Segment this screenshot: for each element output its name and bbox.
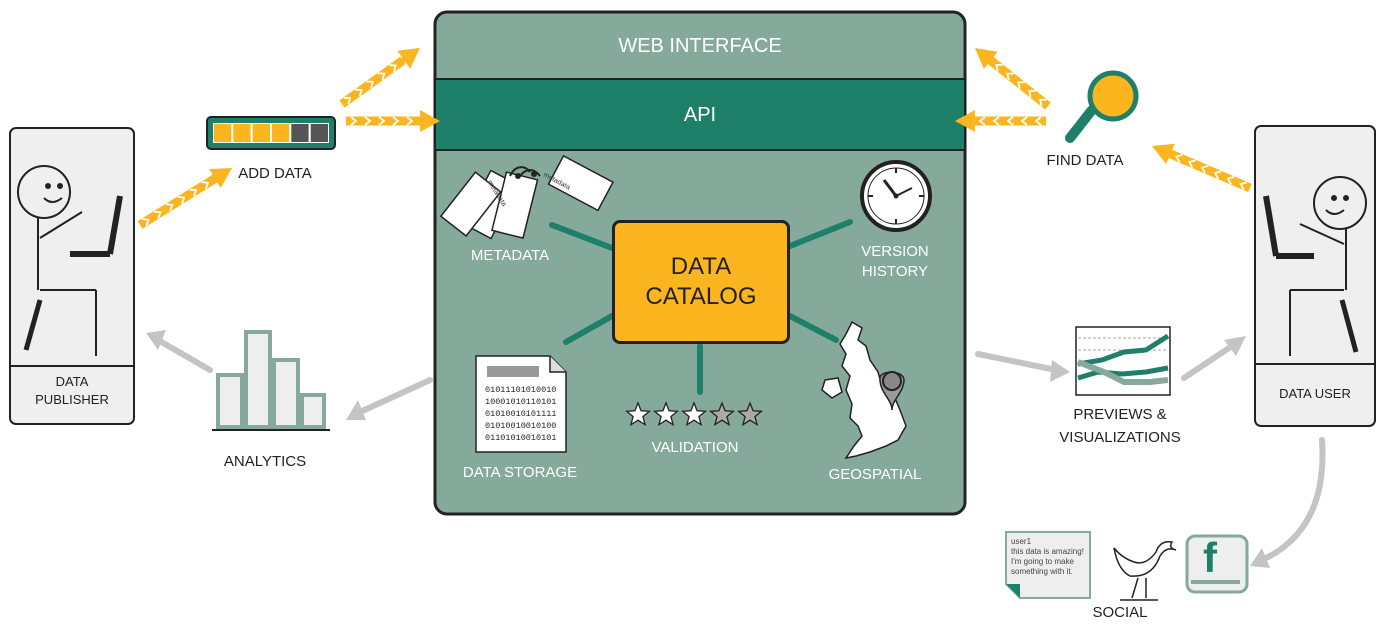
progress-segment-filled (252, 124, 270, 142)
web-interface-label[interactable]: WEB INTERFACE (618, 35, 782, 57)
grey-arrowheads (146, 330, 1270, 568)
binary-line: 01010010101111 (485, 409, 557, 419)
document-icon (475, 355, 567, 453)
validation-label: VALIDATION (651, 439, 739, 456)
tweet-line: something with it. (1011, 567, 1073, 576)
binary-lines: 01011101010010 10001010110101 0101001010… (485, 384, 556, 444)
progress-segment-filled (233, 124, 251, 142)
web-interface-to-find-data-arrow (975, 47, 1051, 110)
progress-segment-empty (291, 124, 309, 142)
metadata-label: METADATA (470, 247, 550, 264)
analytics-label[interactable]: ANALYTICS (223, 453, 307, 470)
progress-segment-empty (310, 124, 328, 142)
binary-line: 01011101010010 (485, 385, 557, 395)
star-rating (624, 401, 764, 427)
magnifier-icon (1065, 70, 1139, 143)
tweet-card-icon (1005, 531, 1091, 599)
add-data-label[interactable]: ADD DATA (238, 165, 312, 182)
user-to-social-arrow (1259, 437, 1326, 563)
version-history-label-line2: HISTORY (861, 263, 929, 280)
tweet-line: user1 (1011, 537, 1032, 546)
previews-label-line1[interactable]: PREVIEWS & (1073, 406, 1167, 423)
api-to-find-data-arrow (955, 110, 1046, 132)
analytics-bar-chart-icon (212, 330, 330, 431)
facebook-icon (1185, 534, 1249, 594)
version-history-label-line1: VERSION (861, 243, 929, 260)
add-data-to-api-arrow (346, 110, 440, 132)
user-box (1254, 125, 1376, 427)
catalog-spokes (549, 219, 853, 395)
catalog-label-line2: CATALOG (645, 283, 757, 310)
tweet-line: this data is amazing! (1011, 547, 1084, 556)
tweet-line: I'm going to make (1011, 557, 1074, 566)
binary-line: 10001010110101 (485, 397, 557, 407)
data-user-label: DATA USER (1279, 386, 1351, 401)
star-filled-icon (680, 401, 708, 427)
bird-icon (1113, 540, 1177, 601)
api-label[interactable]: API (683, 104, 717, 126)
geospatial-label: GEOSPATIAL (828, 466, 922, 483)
panel-to-previews-arrow (975, 351, 1059, 373)
user-to-find-data-arrow (1152, 143, 1252, 193)
find-data-label[interactable]: FIND DATA (1046, 152, 1124, 169)
star-empty-icon (708, 401, 736, 427)
previews-to-user-arrow (1181, 343, 1235, 381)
metadata-tags-icon (439, 154, 614, 240)
analytics-to-publisher-arrow (155, 337, 213, 373)
data-storage-label: DATA STORAGE (462, 464, 578, 481)
orange-flow-arrows (137, 47, 1252, 229)
panel-to-analytics-arrow (357, 377, 433, 415)
binary-line: 01101010010101 (485, 433, 557, 443)
publisher-label-line1: DATA (55, 374, 89, 389)
publisher-box (9, 127, 135, 425)
clock-icon (860, 160, 932, 232)
user-stick-figure (1263, 176, 1367, 356)
tweet-text: user1 this data is amazing! I'm going to… (1011, 537, 1091, 577)
social-label[interactable]: SOCIAL (1092, 604, 1148, 621)
previews-label-line2[interactable]: VISUALIZATIONS (1059, 429, 1181, 446)
facebook-letter: f (1203, 534, 1217, 581)
binary-line: 01010010010100 (485, 421, 557, 431)
progress-segment-filled (272, 124, 290, 142)
previews-chart-icon (1075, 326, 1171, 396)
api-bar (436, 80, 964, 150)
star-filled-icon (652, 401, 680, 427)
publisher-to-add-data-arrow (137, 167, 232, 229)
publisher-label-line2: PUBLISHER (35, 392, 109, 407)
uk-map-icon (821, 320, 907, 460)
catalog-label-line1: DATA (670, 253, 732, 280)
star-filled-icon (624, 401, 652, 427)
progress-segment-filled (214, 124, 232, 142)
publisher-stick-figure (17, 165, 123, 356)
grey-flow-arrows (155, 337, 1326, 563)
star-empty-icon (736, 401, 764, 427)
add-data-progress-bar (206, 116, 336, 150)
data-catalog-box[interactable]: DATA CATALOG (612, 220, 790, 344)
add-data-to-web-interface-arrow (339, 48, 421, 108)
